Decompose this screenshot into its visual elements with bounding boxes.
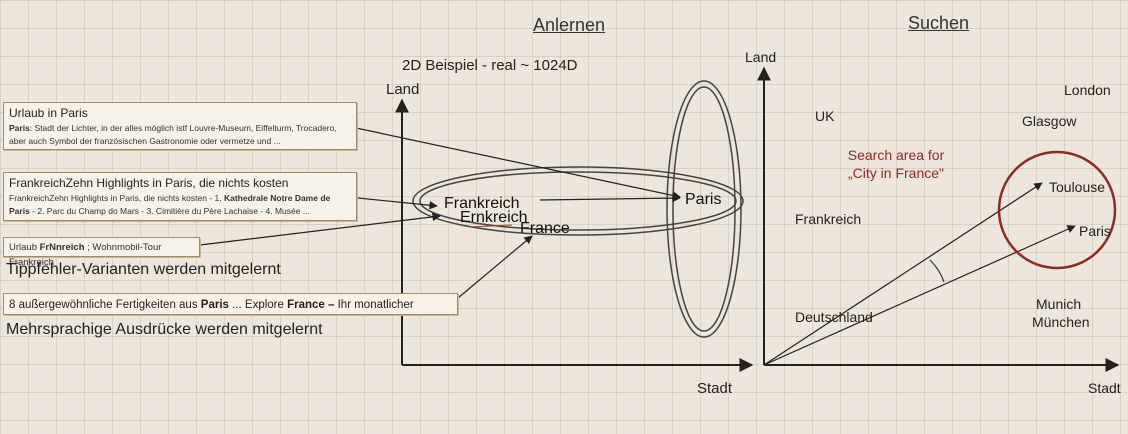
box-body: Paris: Stadt der Lichter, in der alles m…	[9, 122, 337, 146]
left-axis-y-label: Land	[386, 81, 420, 98]
label-paris: Paris	[1079, 223, 1111, 239]
angle-arc	[929, 259, 945, 283]
typo-underline	[469, 224, 513, 228]
right-axes	[757, 66, 1120, 372]
label-frankreich: Frankreich	[795, 211, 862, 227]
point-frankreich: Frankreich	[444, 195, 520, 212]
example-box-multilingual: 8 außergewöhnliche Fertigkeiten aus Pari…	[3, 293, 458, 315]
label-munich: Munich	[1036, 296, 1082, 312]
point-ernkreich: Ernkreich	[460, 209, 528, 226]
right-axis-x-label: Stadt	[1088, 380, 1121, 396]
left-title: Anlernen	[533, 15, 606, 35]
label-deutschland: Deutschland	[795, 309, 873, 325]
city-cluster-ellipse	[666, 80, 742, 338]
point-france: France	[520, 220, 570, 237]
label-toulouse: Toulouse	[1049, 179, 1106, 195]
left-axis-x-label: Stadt	[697, 380, 733, 397]
label-muenchen: München	[1032, 314, 1090, 330]
point-paris: Paris	[685, 191, 722, 208]
example-box-urlaub-paris: Urlaub in Paris Paris: Stadt der Lichter…	[3, 102, 357, 150]
label-search-area: Search area for „City in France"	[847, 147, 945, 181]
example-box-typo: Urlaub FrNnreich ; Wohnmobil-Tour Frankr…	[3, 237, 200, 268]
label-london: London	[1064, 82, 1111, 98]
box-title: FrankreichZehn Highlights in Paris, die …	[9, 176, 289, 190]
box-body: Urlaub FrNnreich ; Wohnmobil-Tour Frankr…	[9, 242, 162, 268]
box-body: FrankreichZehn Highlights in Paris, die …	[9, 192, 331, 216]
search-area-circle	[997, 150, 1117, 270]
query-vectors	[763, 182, 1076, 366]
caption-typo-variants: Tippfehler-Varianten werden mitgelernt	[6, 261, 281, 278]
box-title: Urlaub in Paris	[9, 106, 88, 120]
example-box-frankreich-highlights: FrankreichZehn Highlights in Paris, die …	[3, 172, 357, 221]
box-body: 8 außergewöhnliche Fertigkeiten aus Pari…	[9, 299, 414, 311]
caption-multilingual: Mehrsprachige Ausdrücke werden mitgelern…	[6, 321, 323, 338]
left-axes	[395, 98, 754, 372]
left-arrows	[199, 127, 681, 304]
left-subtitle: 2D Beispiel - real ~ 1024D	[402, 57, 578, 74]
label-uk: UK	[815, 108, 835, 124]
label-glasgow: Glasgow	[1022, 113, 1077, 129]
right-axis-y-label: Land	[745, 49, 777, 65]
country-cluster-ellipse	[412, 166, 744, 236]
right-title: Suchen	[908, 13, 970, 33]
